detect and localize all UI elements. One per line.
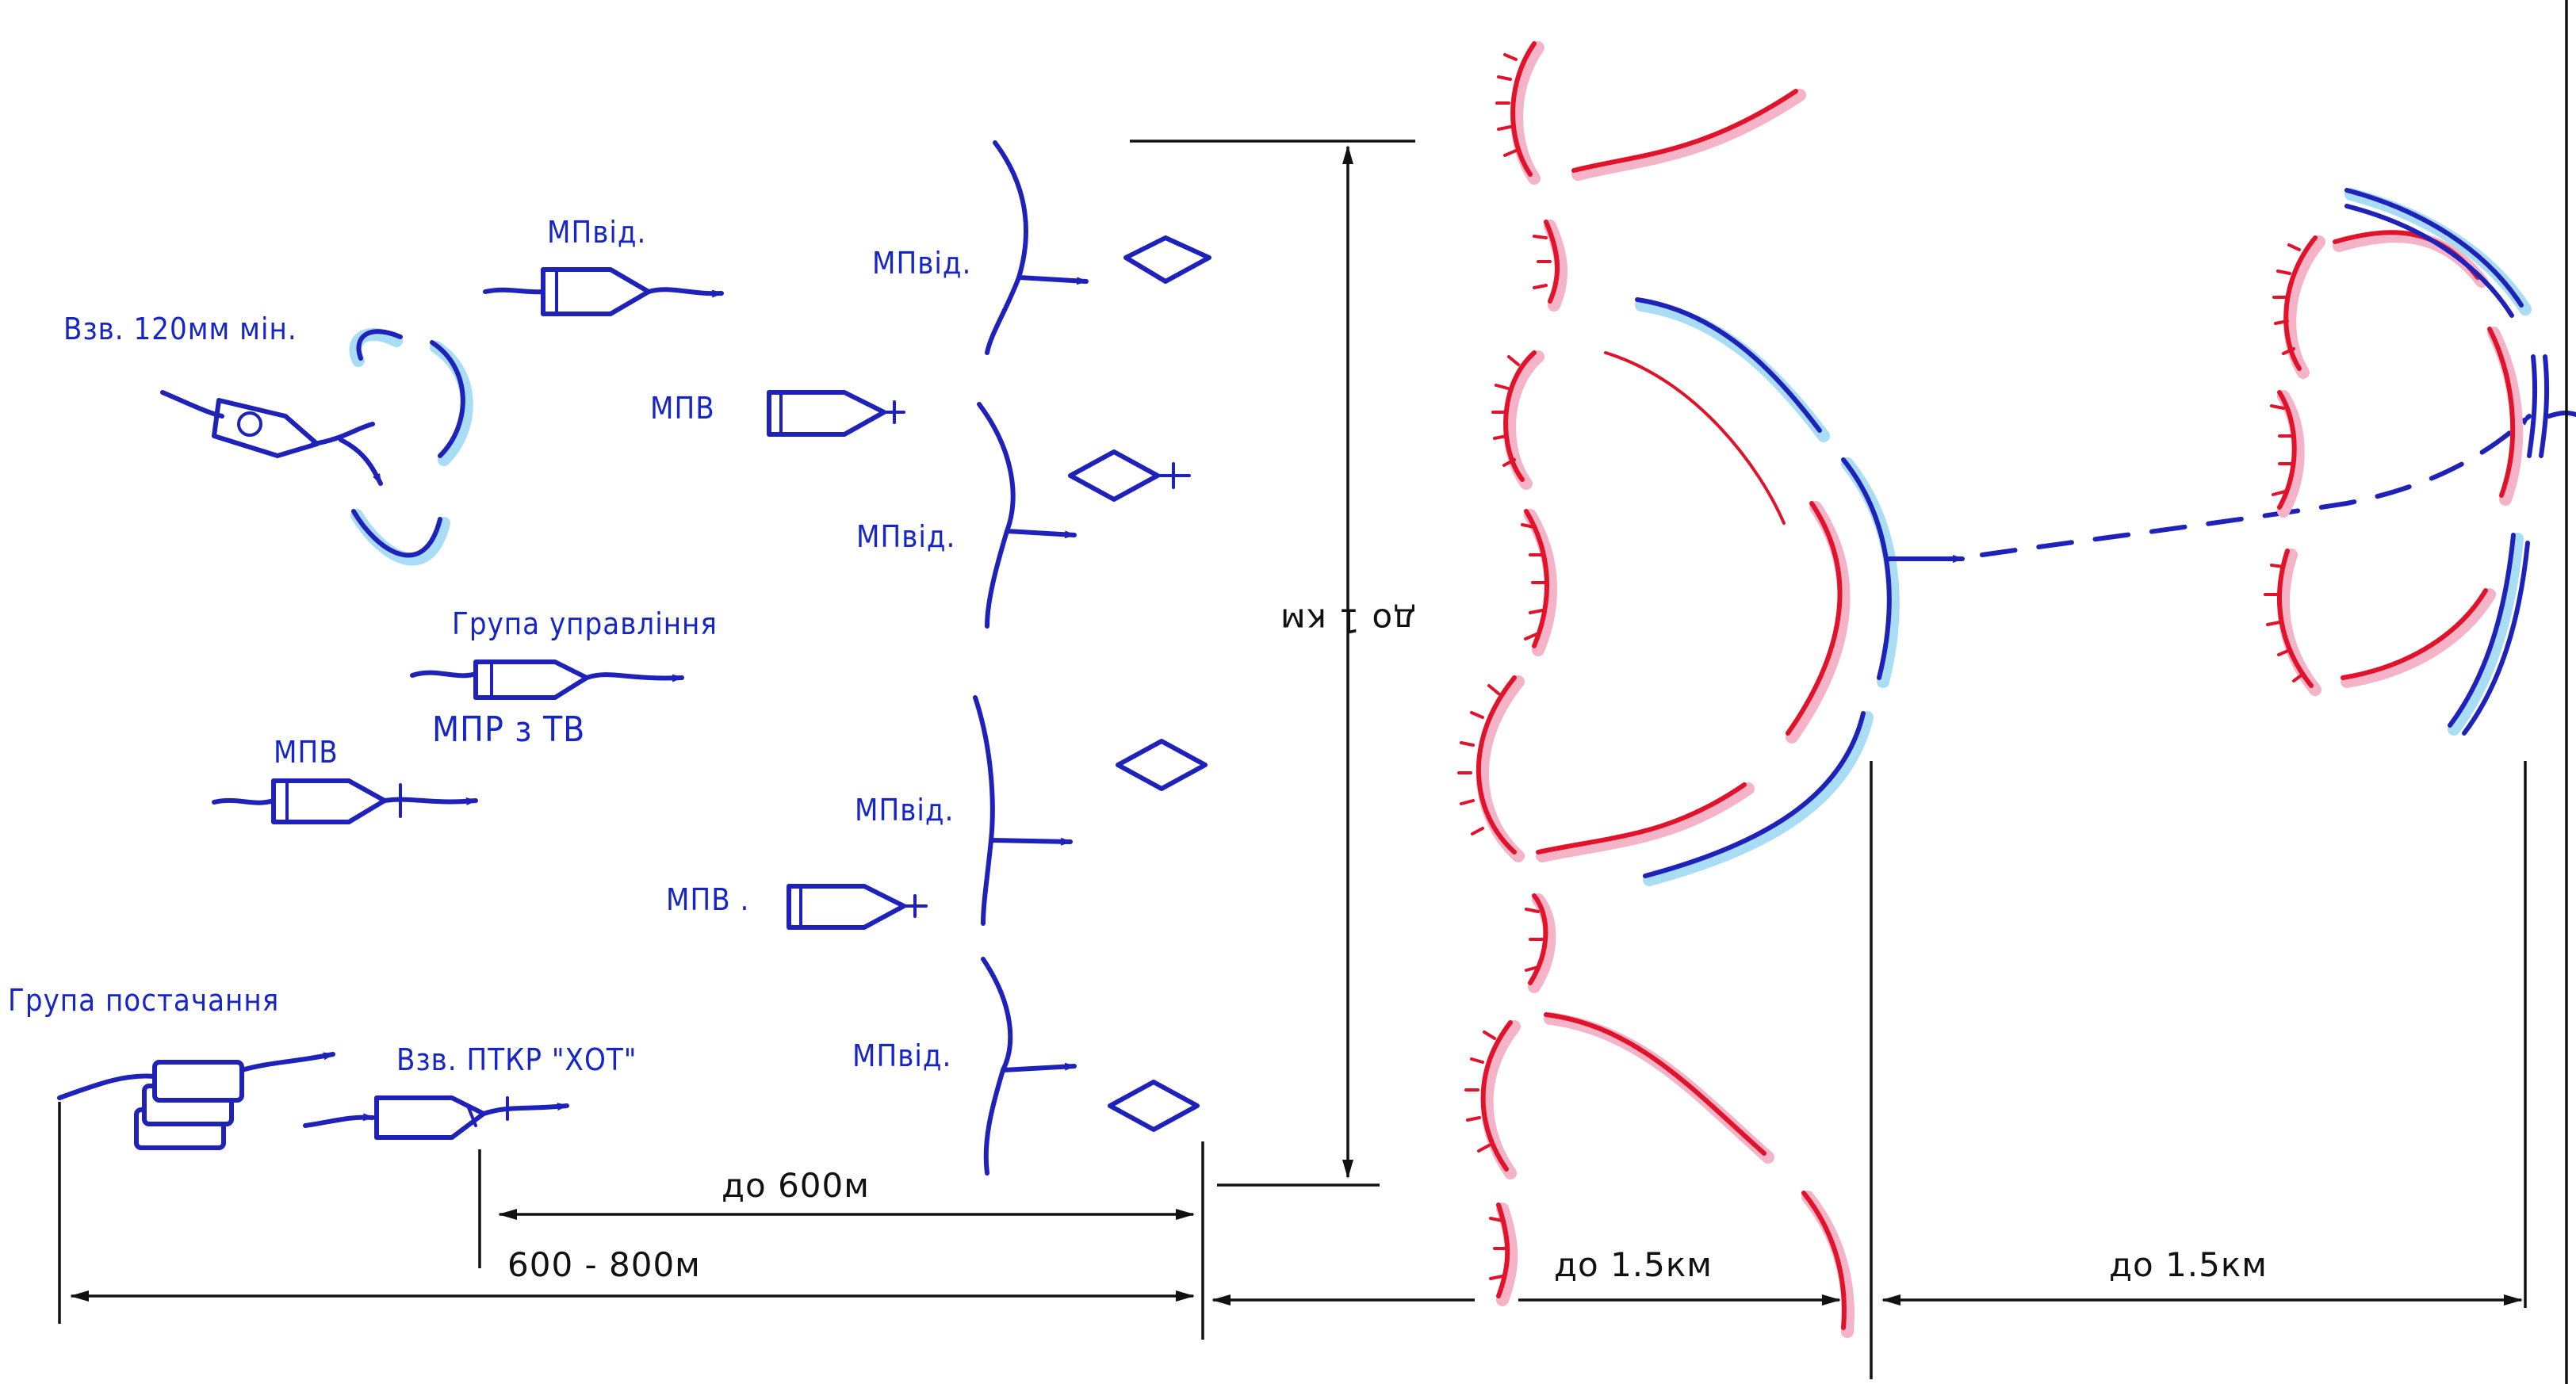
mech-squad-rear-symbol (483, 267, 724, 316)
dimension-front-width (1130, 140, 1415, 1187)
mech-squad-front-1-label: МПвід. (872, 246, 971, 281)
dimension-600 (478, 1141, 1204, 1340)
mech-platoon-rear-symbol (212, 778, 478, 824)
mech-platoon-front-2-label: МПВ . (666, 882, 749, 917)
dimension-gap-2-label: до 1.5км (2109, 1245, 2268, 1284)
mech-platoon-front-1-symbol (767, 390, 905, 437)
mech-squad-rear-label: МПвід. (547, 215, 646, 250)
atgm-platoon-symbol (303, 1095, 569, 1140)
enemy-position-line-1 (1457, 41, 1854, 1338)
dimension-600-800 (58, 1102, 1195, 1324)
control-group-label: Група управління (452, 606, 718, 641)
friendly-attack-front (1635, 297, 2532, 886)
mortar-platoon-symbol (160, 327, 473, 566)
dimension-front-width-label: до 1 км (1280, 602, 1416, 640)
enemy-depth-position (2264, 188, 2576, 736)
dimension-gap-1 (1211, 761, 1873, 1379)
mech-squad-front-3-label: МПвід. (855, 793, 954, 828)
dimension-gap-1-label: до 1.5км (1554, 1245, 1713, 1284)
dimension-600-label: до 600м (722, 1166, 870, 1205)
mech-platoon-front-1-label: МПВ (650, 391, 715, 426)
mech-squad-front-4-symbol (981, 957, 1200, 1176)
enemy-position-line-2 (1604, 351, 1851, 744)
mech-squad-front-1-symbol (985, 140, 1211, 355)
dimension-gap-2 (1881, 0, 2568, 1384)
atgm-platoon-label: Взв. ПТКР "ХОТ" (396, 1042, 637, 1077)
mech-squad-front-2-symbol (977, 402, 1191, 629)
supply-group-label: Група постачання (8, 983, 279, 1018)
mech-platoon-rear-label: МПВ (274, 735, 339, 770)
control-group-symbol (410, 660, 684, 700)
mech-company-label: МПР з ТВ (432, 709, 585, 750)
dimension-600-800-label: 600 - 800м (507, 1245, 701, 1284)
mech-squad-front-4-label: МПвід. (852, 1038, 951, 1073)
mech-squad-front-2-label: МПвід. (856, 519, 955, 554)
mech-squad-front-3-symbol (973, 695, 1208, 926)
supply-group-symbol (57, 1052, 335, 1150)
mortar-platoon-label: Взв. 120мм мін. (63, 312, 297, 346)
mech-platoon-front-2-symbol (787, 884, 928, 930)
